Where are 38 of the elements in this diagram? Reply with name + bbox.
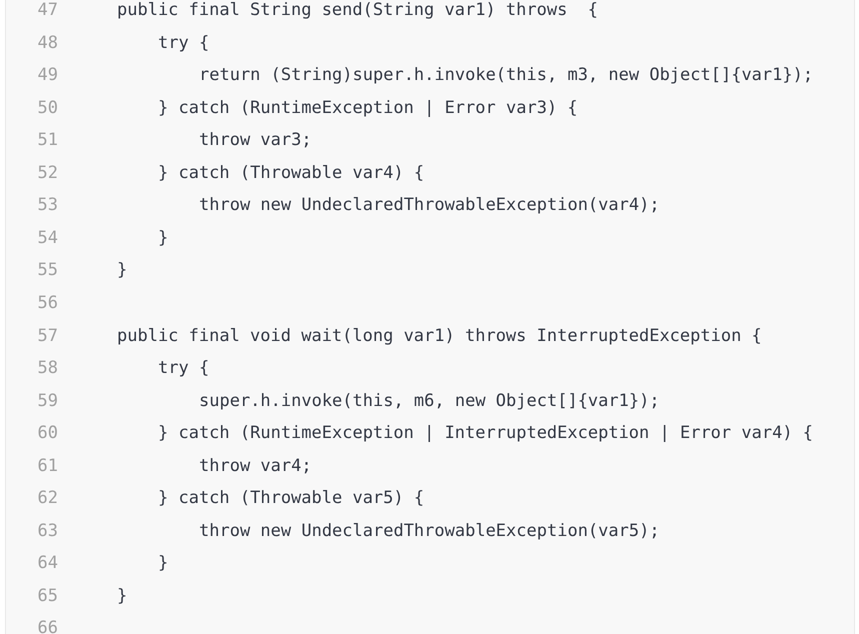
code-line: throw var3; xyxy=(199,129,312,152)
line-number: 52 xyxy=(36,162,58,184)
code-line: public final String send(String var1) throws { xyxy=(117,0,598,21)
line-number: 58 xyxy=(36,357,58,380)
code-line: throw new UndeclaredThrowableException(var5); xyxy=(199,520,660,542)
code-line: } catch (RuntimeException | InterruptedException | Error var4) { xyxy=(158,422,814,444)
line-number: 54 xyxy=(36,226,58,249)
code-line: } catch (RuntimeException | Error var3) { xyxy=(158,96,578,119)
line-number: 56 xyxy=(36,292,58,314)
code-line: throw new UndeclaredThrowableException(var4); xyxy=(199,194,660,216)
code-line: super.h.invoke(this, m6, new Object[]{var1}); xyxy=(199,390,660,412)
line-number: 62 xyxy=(36,487,58,510)
line-number: 47 xyxy=(36,0,58,21)
code-line: return (String)super.h.invoke(this, m3, new Object[]{var1}); xyxy=(199,64,814,86)
line-number: 61 xyxy=(36,454,58,477)
line-number: 55 xyxy=(36,259,58,282)
line-number: 65 xyxy=(36,584,58,607)
code-line: } catch (Throwable var5) { xyxy=(158,487,424,510)
line-number: 66 xyxy=(36,617,58,634)
line-number: 48 xyxy=(36,32,58,54)
line-number: 59 xyxy=(36,390,58,412)
line-number: 63 xyxy=(36,520,58,542)
line-number: 64 xyxy=(36,552,58,574)
line-number: 53 xyxy=(36,194,58,216)
code-line: try { xyxy=(158,357,210,380)
code-line: try { xyxy=(158,32,210,54)
code-line: } xyxy=(158,552,168,574)
line-number: 49 xyxy=(36,64,58,86)
code-line: } xyxy=(117,259,128,282)
line-number: 60 xyxy=(36,422,58,444)
code-line: throw var4; xyxy=(199,454,312,477)
line-number: 50 xyxy=(36,96,58,119)
line-number: 51 xyxy=(36,129,58,152)
line-number: 57 xyxy=(36,324,58,346)
code-line: } catch (Throwable var4) { xyxy=(158,162,424,184)
code-line: } xyxy=(117,584,128,607)
code-line: public final void wait(long var1) throws InterruptedException { xyxy=(117,324,762,346)
code-line: } xyxy=(158,226,168,249)
